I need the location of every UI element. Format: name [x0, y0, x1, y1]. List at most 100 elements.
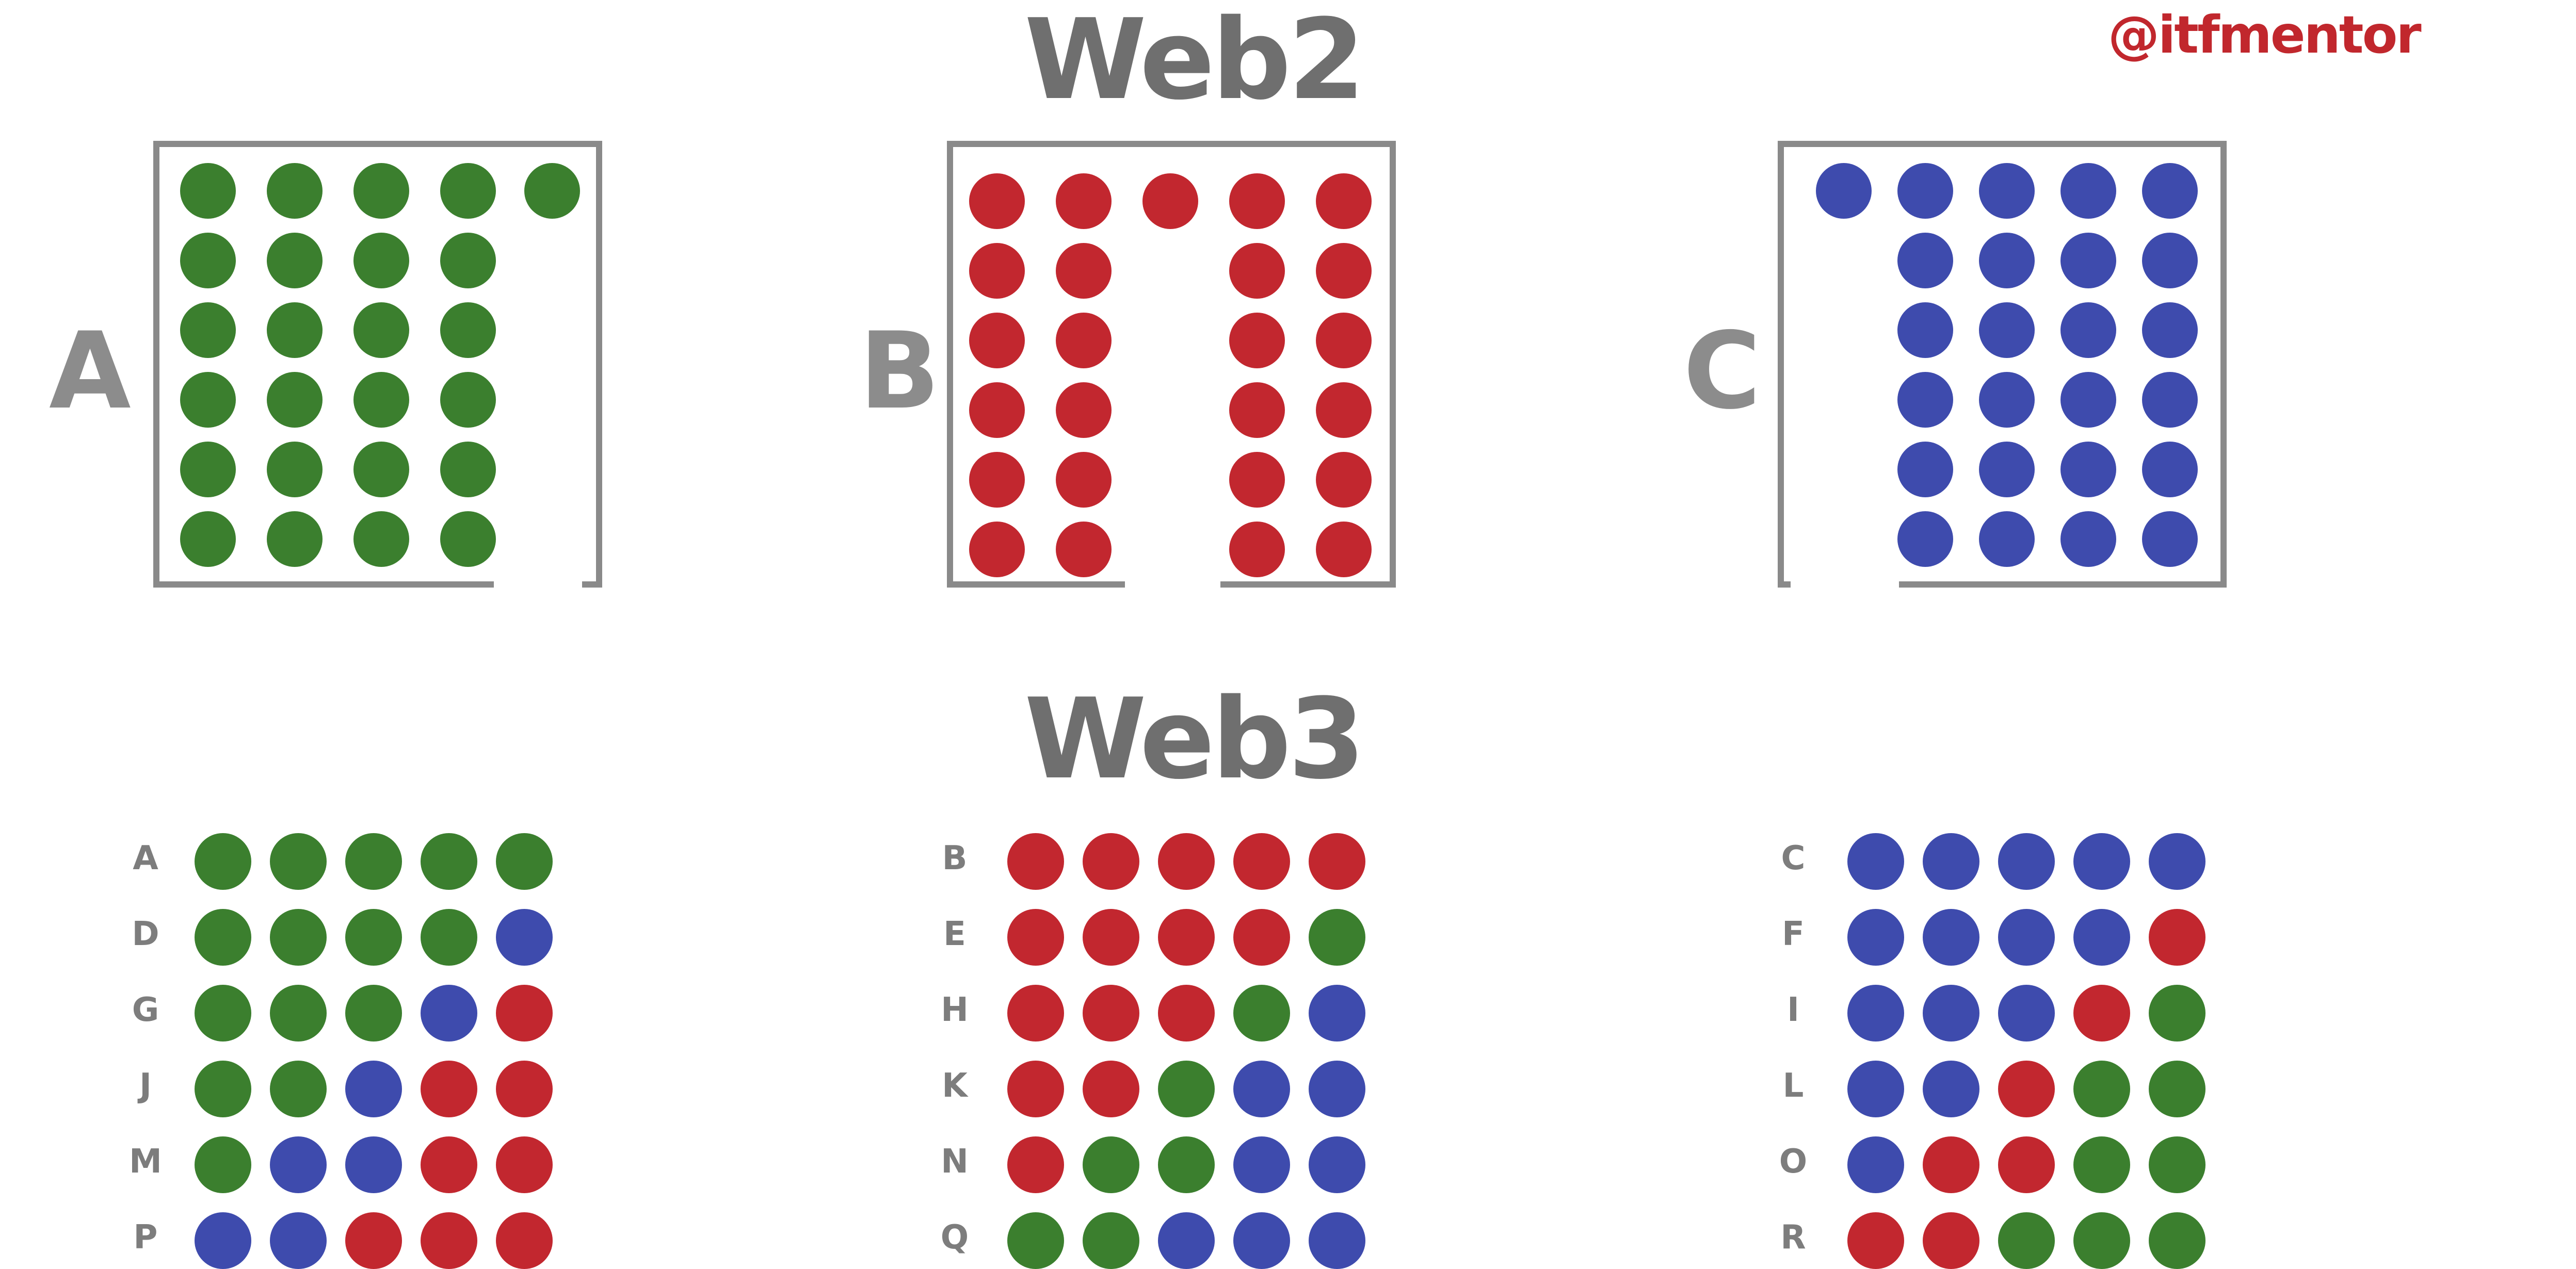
dot-green	[353, 163, 409, 219]
dot-green	[267, 442, 323, 497]
dot-green	[267, 372, 323, 428]
dot-green	[1083, 1136, 1139, 1193]
dot-green	[421, 909, 477, 966]
dot-blue	[1233, 1136, 1290, 1193]
row-label-d: D	[132, 915, 159, 953]
dot-red	[1316, 173, 1372, 229]
dot-red	[1083, 1061, 1139, 1117]
web3-title: Web3	[1024, 674, 1365, 804]
dot-blue	[1979, 233, 2035, 288]
dot-blue	[1897, 233, 1953, 288]
dot-blue	[2142, 233, 2198, 288]
dot-green	[2149, 985, 2205, 1042]
dot-blue	[2142, 163, 2198, 219]
dot-red	[1998, 1136, 2055, 1193]
row-label-f: F	[1782, 915, 1805, 953]
frame-bottom	[947, 581, 1125, 588]
dot-blue	[1309, 1136, 1365, 1193]
row-label-j: J	[139, 1067, 152, 1105]
row-label-p: P	[133, 1218, 158, 1257]
dot-red	[1056, 522, 1112, 577]
dot-red	[1229, 382, 1285, 438]
dot-green	[440, 442, 496, 497]
dot-red	[1007, 985, 1064, 1042]
dot-red	[1229, 522, 1285, 577]
dot-red	[1229, 313, 1285, 368]
dot-green	[1233, 985, 1290, 1042]
dot-blue	[1847, 1061, 1904, 1117]
row-label-b: B	[942, 839, 968, 877]
dot-red	[1056, 382, 1112, 438]
row-label-i: I	[1787, 991, 1799, 1029]
dot-blue	[1847, 1136, 1904, 1193]
dot-green	[1083, 1212, 1139, 1269]
dot-blue	[270, 1136, 327, 1193]
frame-bottom	[582, 581, 602, 588]
dot-green	[180, 511, 236, 567]
dot-blue	[2073, 909, 2130, 966]
dot-red	[421, 1212, 477, 1269]
dot-blue	[1979, 442, 2035, 497]
dot-green	[180, 372, 236, 428]
dot-green	[440, 372, 496, 428]
dot-blue	[2142, 442, 2198, 497]
row-label-n: N	[941, 1143, 969, 1181]
dot-green	[440, 302, 496, 358]
dot-green	[524, 163, 580, 219]
dot-green	[2073, 1136, 2130, 1193]
dot-red	[969, 313, 1025, 368]
dot-green	[2149, 1212, 2205, 1269]
dot-red	[1229, 243, 1285, 299]
dot-red	[1923, 1212, 1979, 1269]
dot-green	[1007, 1212, 1064, 1269]
dot-blue	[1923, 909, 1979, 966]
dot-green	[270, 909, 327, 966]
dot-green	[195, 909, 251, 966]
dot-red	[969, 382, 1025, 438]
row-label-o: O	[1779, 1143, 1808, 1181]
dot-blue	[2060, 511, 2116, 567]
dot-green	[496, 833, 553, 890]
dot-red	[496, 1212, 553, 1269]
dot-blue	[1998, 833, 2055, 890]
dot-green	[345, 985, 402, 1042]
row-label-h: H	[941, 991, 969, 1029]
dot-green	[1998, 1212, 2055, 1269]
dot-blue	[1979, 163, 2035, 219]
dot-blue	[496, 909, 553, 966]
dot-green	[180, 442, 236, 497]
dot-blue	[2149, 833, 2205, 890]
row-label-r: R	[1780, 1218, 1806, 1257]
dot-red	[969, 522, 1025, 577]
dot-blue	[1309, 985, 1365, 1042]
dot-blue	[1816, 163, 1872, 219]
dot-blue	[345, 1136, 402, 1193]
frame-right	[1390, 141, 1396, 588]
dot-red	[1233, 833, 1290, 890]
dot-red	[1158, 985, 1215, 1042]
dot-blue	[345, 1061, 402, 1117]
dot-green	[353, 233, 409, 288]
dot-blue	[2060, 442, 2116, 497]
dot-blue	[2060, 233, 2116, 288]
dot-green	[180, 302, 236, 358]
dot-blue	[1979, 372, 2035, 428]
dot-green	[267, 233, 323, 288]
dot-blue	[1923, 1061, 1979, 1117]
row-label-m: M	[129, 1143, 162, 1181]
frame-top	[153, 141, 602, 147]
group-label-b: B	[859, 310, 940, 433]
row-label-a: A	[133, 839, 158, 877]
row-label-k: K	[942, 1067, 968, 1105]
frame-left	[153, 141, 159, 588]
dot-red	[421, 1136, 477, 1193]
dot-blue	[1309, 1212, 1365, 1269]
dot-blue	[421, 985, 477, 1042]
dot-green	[353, 511, 409, 567]
dot-blue	[1847, 985, 1904, 1042]
dot-green	[440, 163, 496, 219]
dot-red	[1083, 909, 1139, 966]
dot-blue	[1897, 302, 1953, 358]
dot-red	[2149, 909, 2205, 966]
dot-green	[345, 909, 402, 966]
